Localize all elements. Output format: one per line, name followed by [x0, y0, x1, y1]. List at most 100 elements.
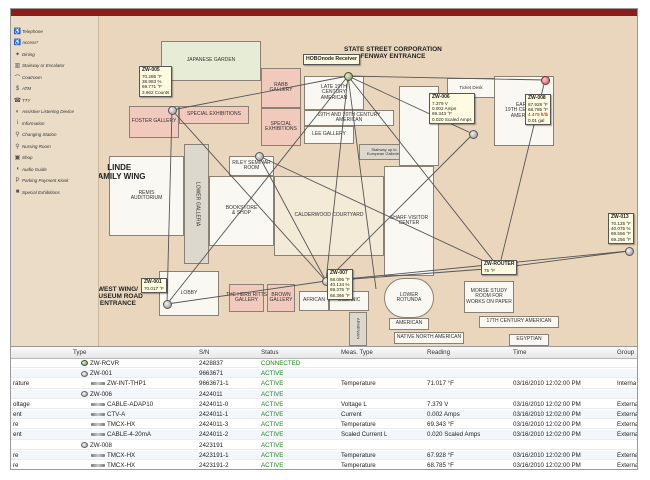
- cell-status: CONNECTED: [261, 360, 301, 367]
- legend-item: $ATM: [13, 84, 31, 94]
- stairs-icon: ▥: [14, 63, 21, 69]
- legend-item: ▣Shop: [13, 153, 33, 163]
- cell-sn: 2423191-1: [199, 451, 229, 459]
- room-remis-auditorium: REMIS AUDITORIUM: [109, 156, 184, 236]
- cell-group: Externa: [617, 431, 638, 439]
- legend-label: Special Exhibitions: [22, 189, 60, 195]
- cell-type: TMCX-HX: [91, 452, 135, 459]
- cell-reading: 71.017 °F: [427, 380, 454, 388]
- callout-reading: 69.343 °F: [432, 111, 452, 117]
- sensor-zw001-icon[interactable]: [163, 300, 172, 309]
- cell-type-text: ZW-RCVR: [90, 360, 120, 367]
- callout-id: ZW-008: [528, 95, 546, 101]
- label-linde-wing: LINDE FAMILY WING: [99, 163, 146, 181]
- receiver-label[interactable]: HOBOnode Receiver: [303, 54, 361, 65]
- callout-reading: 3.662 Counts: [142, 89, 170, 95]
- col-type[interactable]: Type: [73, 349, 87, 356]
- legend-label: Telephone: [22, 28, 43, 34]
- cell-group: Interna: [617, 380, 637, 388]
- cell-group: Externa: [617, 400, 638, 408]
- receiver-node-icon[interactable]: [344, 72, 353, 81]
- cell-type-text: ZW-006: [90, 390, 112, 398]
- sensor-repeater-icon[interactable]: [255, 152, 264, 161]
- legend-item: ☎TTY: [13, 95, 31, 105]
- table-header: Type S/N Status Meas. Type Reading Time …: [11, 347, 637, 359]
- col-sn[interactable]: S/N: [199, 349, 210, 356]
- cell-sn: 2424011-3: [199, 421, 229, 429]
- floor-plan-map[interactable]: JAPANESE GARDEN FOSTER GALLERY SPECIAL E…: [99, 16, 637, 346]
- cell-meas: Temperature: [341, 462, 376, 469]
- cell-pre: rature: [13, 380, 30, 388]
- col-time[interactable]: Time: [513, 349, 527, 356]
- cell-status: ACTIVE: [261, 380, 284, 388]
- legend-item: ■Special Exhibitions: [13, 187, 60, 197]
- room-african: AFRICAN: [299, 291, 329, 311]
- callout-id: ZW-007: [330, 270, 348, 276]
- cell-sn: 2423191-2: [199, 462, 229, 469]
- callout-id: ZW-006: [432, 94, 450, 100]
- cell-meas: Temperature: [341, 451, 376, 459]
- sensor-zw008-icon[interactable]: [541, 76, 550, 85]
- legend-label: Assistive Listening Device: [22, 109, 75, 114]
- room-armenian: ARMENIAN: [349, 312, 367, 346]
- cell-type: ZW-RCVR: [81, 360, 119, 367]
- coatroom-icon: ⌒: [14, 75, 21, 82]
- legend-label: Parking Payment Kiosk: [22, 178, 69, 183]
- callout-reading: 0.002 Amps: [432, 106, 457, 112]
- legend-label: Access*: [22, 40, 39, 45]
- device-table: Type S/N Status Meas. Type Reading Time …: [11, 346, 638, 469]
- cell-pre: re: [13, 462, 19, 469]
- sensor-zw013-icon[interactable]: [625, 247, 634, 256]
- callout-reading: 68.095 °F: [330, 276, 350, 282]
- legend-item: ♿Telephone: [13, 26, 43, 36]
- legend-label: Stairway or Escalator: [22, 63, 65, 68]
- callout-reading: 68.785 °F: [528, 107, 548, 113]
- receiver-icon: [81, 360, 88, 367]
- col-status[interactable]: Status: [261, 349, 279, 356]
- cell-meas: Voltage L: [341, 400, 367, 408]
- col-group[interactable]: Group: [617, 349, 635, 356]
- room-lower-galleria: LOWER GALLERIA: [184, 144, 209, 264]
- legend-item: ✦Dining: [13, 49, 35, 59]
- cell-type-text: ZW-008: [90, 441, 112, 449]
- probe-icon: [91, 382, 105, 386]
- sensor-zw005-icon[interactable]: [168, 106, 177, 115]
- audio-icon: ◖: [15, 166, 20, 172]
- dining-icon: ✦: [14, 51, 21, 58]
- cell-sn: 2428837: [199, 360, 224, 367]
- callout-alert: 4.479 ft/lb: [528, 112, 549, 118]
- cell-reading: 68.785 °F: [427, 462, 454, 469]
- cell-status: ACTIVE: [261, 462, 284, 469]
- room-stairway-note: Stairway up to European Galleries: [359, 144, 409, 160]
- callout-id: ZW-013: [611, 214, 629, 220]
- callout-reading: 69.771 °F: [142, 84, 162, 90]
- cell-time: 03/16/2010 12:02:00 PM: [513, 431, 581, 439]
- room-native-american: NATIVE NORTH AMERICAN: [394, 332, 464, 344]
- room-17th-american: 17TH CENTURY AMERICAN: [479, 316, 559, 328]
- table-row[interactable]: ZW-RCVR 2428837 CONNECTED: [11, 359, 637, 369]
- col-reading[interactable]: Reading: [427, 349, 451, 356]
- cell-pre: re: [13, 421, 19, 429]
- cell-time: 03/16/2010 12:02:00 PM: [513, 462, 581, 469]
- col-meas-type[interactable]: Meas. Type: [341, 349, 373, 356]
- cell-meas: Temperature: [341, 421, 376, 429]
- sensor-zw006-icon[interactable]: [469, 130, 478, 139]
- room-lower-rotunda: LOWER ROTUNDA: [384, 278, 434, 318]
